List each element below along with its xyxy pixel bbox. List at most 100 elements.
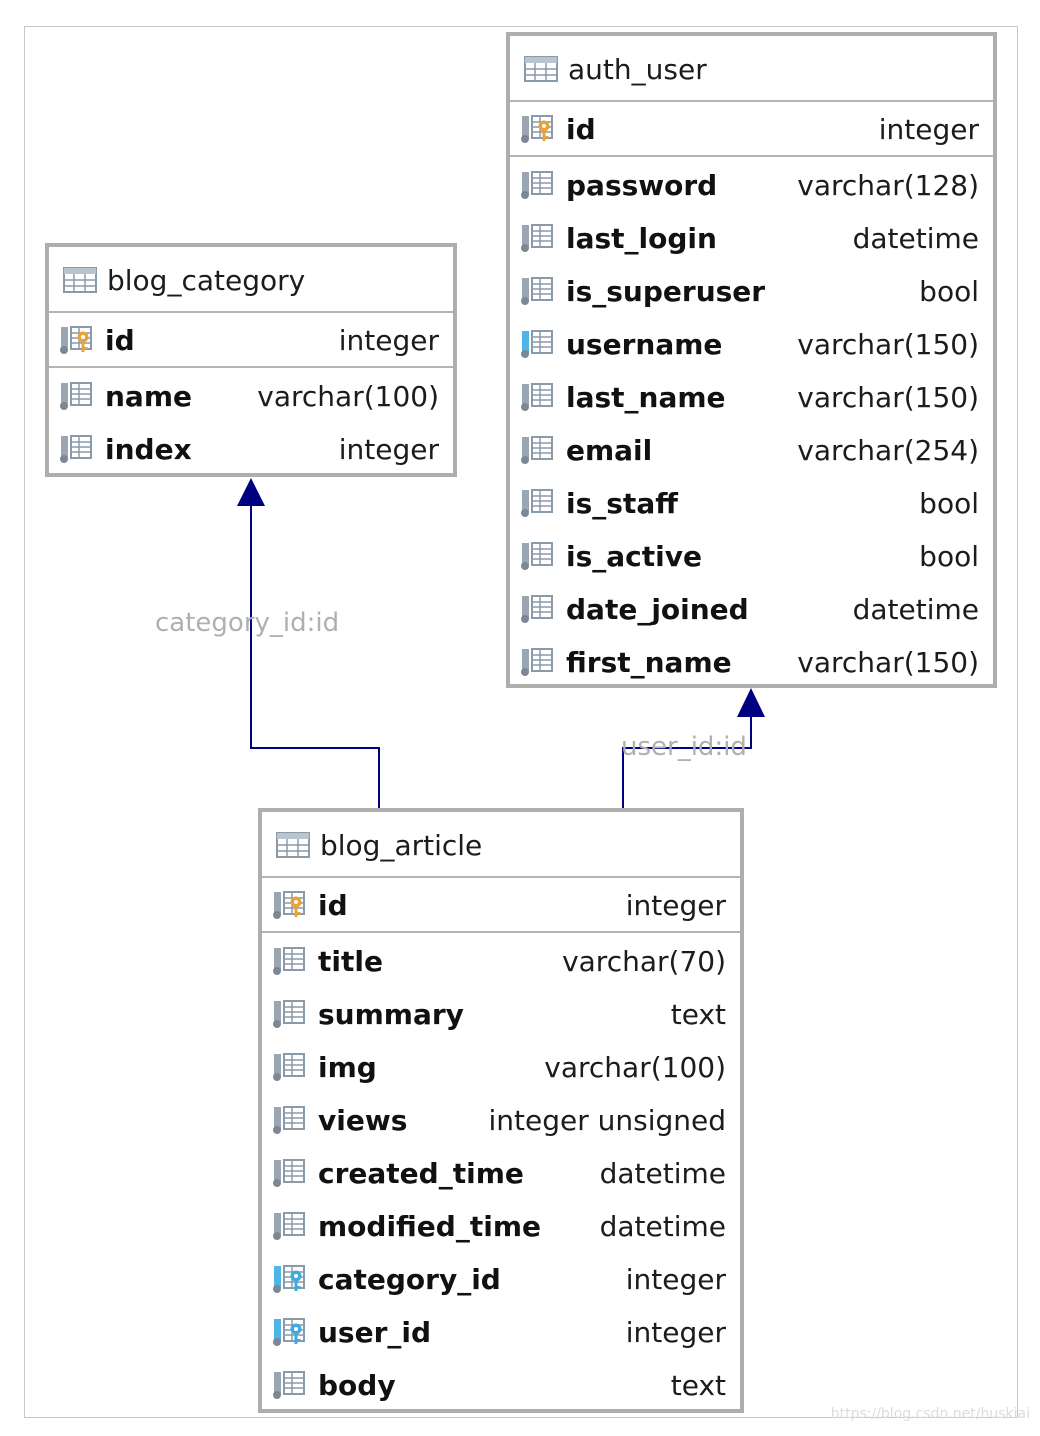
- column-icon: [520, 486, 556, 522]
- column-row[interactable]: img varchar(100): [262, 1041, 740, 1094]
- column-type: varchar(100): [544, 1051, 726, 1084]
- column-row[interactable]: id integer: [510, 103, 993, 156]
- column-name: date_joined: [566, 593, 749, 626]
- column-icon: [272, 1103, 308, 1139]
- primary-key-divider: [510, 155, 993, 157]
- column-type: datetime: [599, 1210, 726, 1243]
- column-icon: [272, 997, 308, 1033]
- column-icon: [272, 1209, 308, 1245]
- column-type: varchar(150): [797, 646, 979, 679]
- column-icon: [59, 379, 95, 415]
- column-name: is_active: [566, 540, 702, 573]
- column-row[interactable]: category_id integer: [262, 1253, 740, 1306]
- header-divider: [262, 876, 740, 878]
- column-name: email: [566, 434, 653, 467]
- column-name: id: [105, 324, 135, 357]
- table-icon: [63, 267, 97, 293]
- relation-arrow-category: [237, 478, 265, 506]
- column-type: integer: [625, 1316, 726, 1349]
- column-icon: [272, 1368, 308, 1404]
- column-icon: [520, 380, 556, 416]
- column-name: summary: [318, 998, 464, 1031]
- column-icon: [520, 274, 556, 310]
- column-row[interactable]: created_time datetime: [262, 1147, 740, 1200]
- column-name: views: [318, 1104, 408, 1137]
- relation-line-user[interactable]: [622, 708, 752, 808]
- column-type: integer: [878, 113, 979, 146]
- column-name: category_id: [318, 1263, 501, 1296]
- column-icon: [59, 432, 95, 468]
- table-header[interactable]: blog_category: [49, 247, 453, 313]
- column-type: varchar(150): [797, 328, 979, 361]
- relation-arrow-user: [737, 688, 765, 717]
- column-type: varchar(70): [562, 945, 726, 978]
- column-icon: [272, 1156, 308, 1192]
- column-type: bool: [919, 540, 979, 573]
- column-icon: [520, 433, 556, 469]
- column-name: title: [318, 945, 383, 978]
- column-row[interactable]: summary text: [262, 988, 740, 1041]
- table-icon: [276, 832, 310, 858]
- column-type: varchar(150): [797, 381, 979, 414]
- column-type: bool: [919, 275, 979, 308]
- column-name: id: [566, 113, 596, 146]
- table-name: auth_user: [568, 52, 707, 86]
- column-name: index: [105, 433, 192, 466]
- column-name: created_time: [318, 1157, 524, 1190]
- column-row[interactable]: is_active bool: [510, 530, 993, 583]
- table-name: blog_category: [107, 263, 306, 297]
- column-name: is_staff: [566, 487, 678, 520]
- relation-line-category[interactable]: [250, 500, 380, 808]
- column-type: datetime: [599, 1157, 726, 1190]
- column-name: username: [566, 328, 723, 361]
- column-name: first_name: [566, 646, 732, 679]
- column-row[interactable]: first_name varchar(150): [510, 636, 993, 689]
- column-type: varchar(100): [257, 380, 439, 413]
- foreign-key-column-icon: [272, 1315, 308, 1351]
- column-name: img: [318, 1051, 377, 1084]
- column-row[interactable]: title varchar(70): [262, 935, 740, 988]
- column-type: datetime: [852, 222, 979, 255]
- diagram-frame: [24, 26, 1018, 1418]
- table-header[interactable]: blog_article: [262, 812, 740, 878]
- primary-key-column-icon: [59, 323, 95, 359]
- watermark: https://blog.csdn.net/huskiai: [830, 1406, 1030, 1422]
- column-type: integer: [338, 433, 439, 466]
- primary-key-divider: [49, 366, 453, 368]
- column-type: integer unsigned: [488, 1104, 726, 1137]
- column-type: integer: [625, 1263, 726, 1296]
- column-icon: [520, 168, 556, 204]
- column-icon: [272, 1050, 308, 1086]
- primary-key-divider: [262, 931, 740, 933]
- column-name: user_id: [318, 1316, 432, 1349]
- column-type: text: [670, 998, 726, 1031]
- column-type: integer: [625, 889, 726, 922]
- column-row[interactable]: user_id integer: [262, 1306, 740, 1359]
- column-icon: [520, 539, 556, 575]
- column-row[interactable]: views integer unsigned: [262, 1094, 740, 1147]
- table-header[interactable]: auth_user: [510, 36, 993, 102]
- column-type: varchar(128): [797, 169, 979, 202]
- relation-label-category: category_id:id: [155, 608, 340, 638]
- foreign-key-column-icon: [272, 1262, 308, 1298]
- relation-label-user: user_id:id: [621, 732, 747, 762]
- column-row[interactable]: username varchar(150): [510, 318, 993, 371]
- column-row[interactable]: index integer: [49, 423, 453, 476]
- column-name: last_login: [566, 222, 717, 255]
- column-row[interactable]: last_login datetime: [510, 212, 993, 265]
